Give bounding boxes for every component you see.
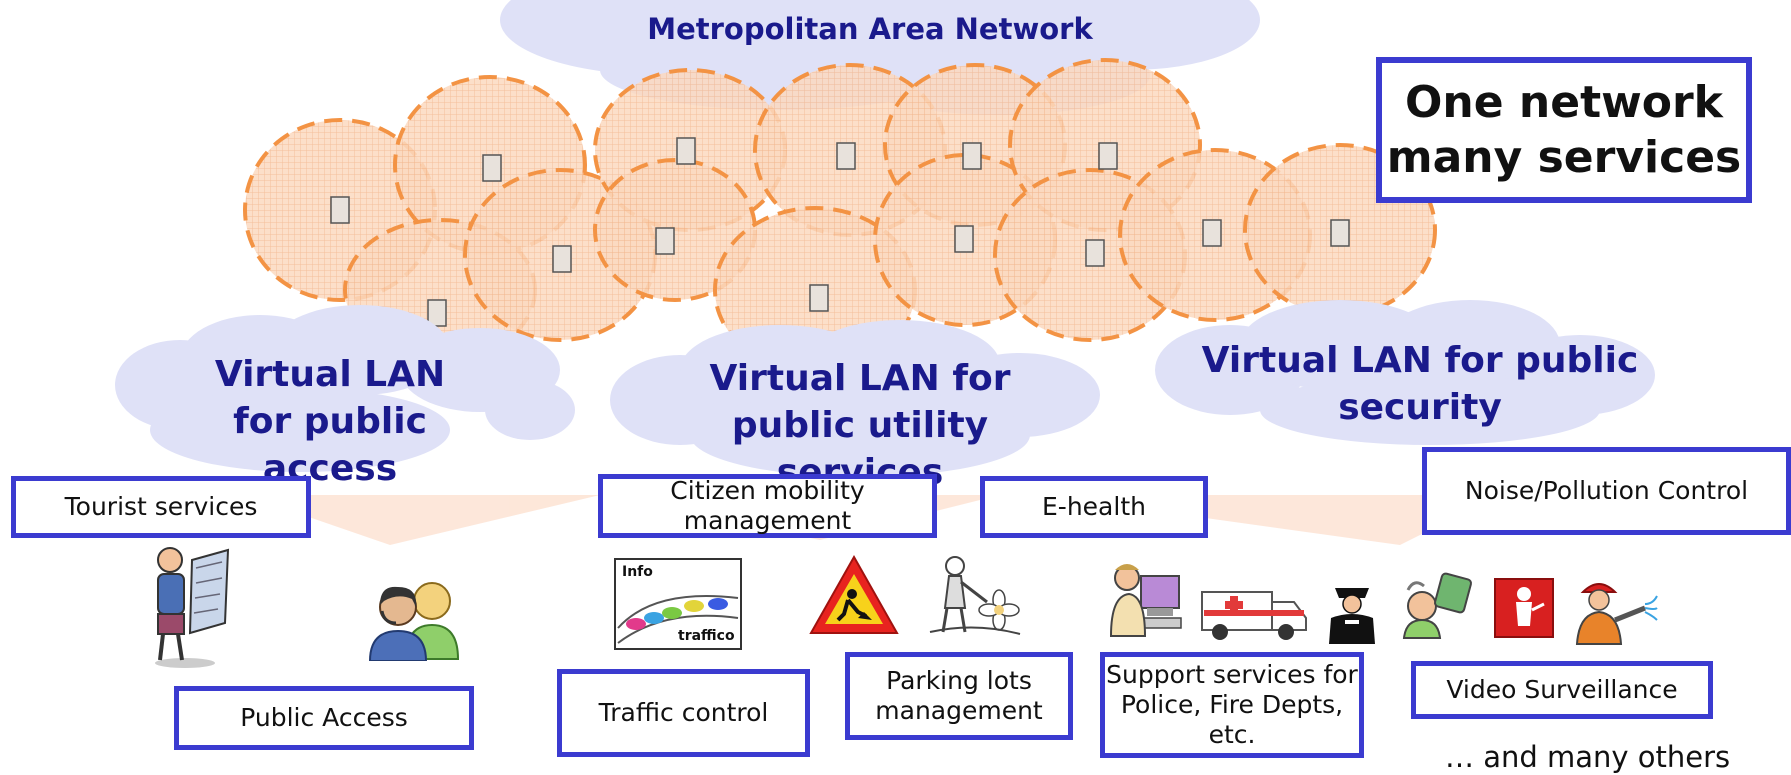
ambulance-icon xyxy=(1201,591,1307,640)
doctor-computer-icon xyxy=(1109,564,1182,637)
svg-text:Info: Info xyxy=(622,564,653,580)
service-citizen-mobility: Citizen mobility management xyxy=(598,474,937,538)
traffic-info-icon: Info traffico xyxy=(614,558,742,650)
vlan-public-utility-title: Virtual LAN for public utility services xyxy=(709,358,1011,493)
police-officer-icon xyxy=(1329,588,1375,644)
many-others-text: … and many others xyxy=(1445,740,1731,774)
service-support: Support services for Police, Fire Depts,… xyxy=(1100,652,1364,758)
firefighter-icon xyxy=(1575,583,1658,645)
service-noise-pollution: Noise/Pollution Control xyxy=(1422,447,1791,535)
service-traffic-control: Traffic control xyxy=(557,669,810,757)
vlan-public-security-title: Virtual LAN for public security xyxy=(1201,340,1639,428)
service-tourist: Tourist services xyxy=(11,476,311,538)
pollution-icon xyxy=(1402,572,1472,639)
access-points xyxy=(330,137,1350,327)
service-public-access: Public Access xyxy=(174,686,474,750)
tourist-icon xyxy=(155,547,230,668)
vlan-public-access-title: Virtual LAN for public access xyxy=(214,354,446,489)
man-title: Metropolitan Area Network xyxy=(647,12,1093,46)
service-parking: Parking lots management xyxy=(845,652,1073,740)
service-ehealth: E-health xyxy=(980,476,1208,538)
service-video-surveillance: Video Surveillance xyxy=(1411,661,1713,719)
headline-box: One network many services xyxy=(1376,57,1752,203)
fire-alarm-icon xyxy=(1494,578,1554,638)
call-center-users-icon xyxy=(368,582,460,661)
gardener-icon xyxy=(929,556,1021,635)
svg-text:traffico: traffico xyxy=(678,628,735,644)
vlan-clouds xyxy=(115,300,1655,477)
road-works-sign-icon xyxy=(809,554,899,634)
